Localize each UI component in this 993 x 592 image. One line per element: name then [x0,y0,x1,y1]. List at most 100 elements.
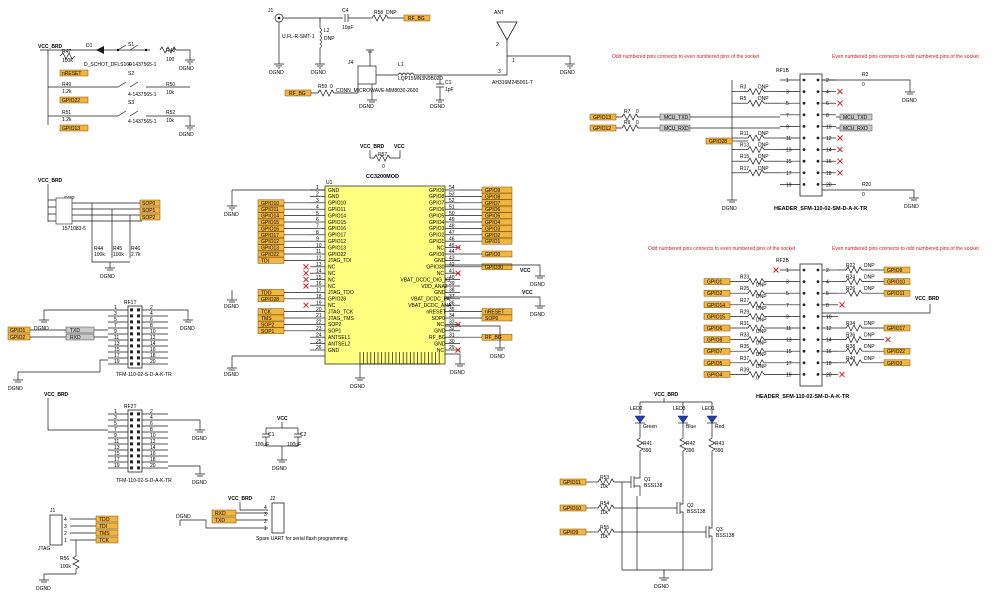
r49-ref: R49 [62,82,71,88]
u1-net-tag-text: GPIO28 [261,297,279,303]
led-diode-icon [677,415,689,424]
u1-pin-number: 7 [316,224,319,230]
net-mcu-txd [659,113,691,121]
rf2b-res-ref: R37 [740,356,749,362]
rf1b-pin-number: 4 [826,90,829,96]
rf2b-pin-number: 20 [826,372,832,378]
rf1b-pin-pad [802,136,806,140]
rf2b-res-ref: R33 [740,333,749,339]
connector-pin-number: 20 [150,359,156,365]
rf1b-pin-number: 16 [826,159,832,165]
connector-pin-number: 13 [114,341,120,347]
uart-ref: J2 [270,496,276,502]
u1-pin-number: 9 [316,236,319,242]
u1-net-tag-text: GPIO1 [485,239,501,245]
r58-ref: R58 [374,10,383,16]
rf-section: J1 U.FL-R-SMT-1 DGND L2 DNP DGND C4 10pF… [268,8,575,110]
r50-ref: R50 [166,82,175,88]
rf2b-pin-number: 2 [826,268,829,274]
rf2b-res-val: DNP [756,283,767,289]
fet-part: BSS138 [716,533,735,539]
rf2b-net-tag [703,371,731,378]
connector-pin-pad [137,418,140,422]
u1-pin-name: SOP1 [328,329,342,335]
connector-pin-number: 20 [150,463,156,469]
uart-desc: Spare UART for serial flash programming [256,536,348,542]
tag-tck-jtag-text: TCK [99,538,110,544]
connector-pin-number: 1 [114,305,117,311]
rf2b-net-tag [883,359,911,367]
connector-pin-pad [130,436,133,440]
s1-ref: S1 [128,42,134,48]
connector-pin-pad [130,332,133,336]
u1-pin-name: nRESET [426,309,445,315]
led-res-ref: R43 [715,441,724,447]
rf2b-net-tag [703,359,731,367]
u1-pin-number: 5 [316,211,319,217]
connector-pin-pad [137,332,140,336]
tag-tdi-jtag-text: TDI [99,524,107,530]
rf1b-pin-pad [802,183,806,186]
rf2b-pin-number: 8 [826,303,829,309]
rf2b-net-tag [703,324,731,332]
u1-pin-name: VBAT_DCDC_PA [411,297,451,303]
rf1b-pin-number: 8 [826,113,829,119]
rf2b-net-tag [883,278,911,285]
sop-rail: VCC_BRD [38,178,63,184]
r44-ref: R44 [94,246,103,252]
net-mcu-rxd [659,124,691,132]
rf1b-pin-pad [802,148,806,152]
tag-gpio22 [59,96,89,104]
jtag-connector [49,514,63,546]
rf2b-pin-pad [816,349,820,353]
rf1b-pin-pad [816,101,820,105]
rf2b-body [799,263,823,387]
connector-pin-pad [130,418,133,422]
rf2b-pin-number: 3 [786,280,789,286]
rf1b-pin-number: 11 [786,136,791,142]
r57-ref: R57 [378,152,387,158]
led-gpio-tag-text: GPIO10 [563,506,581,512]
rf2b-res-val: DNP [864,321,875,327]
connector-pin-number: 2 [150,409,153,415]
u1-net-tag-text: TDO [261,290,272,296]
no-connect-mark [455,270,461,277]
u1-pin-number: 53 [449,192,455,198]
u1-pin-number: 1 [316,185,319,191]
no-connect-mark [839,301,845,308]
rf1b-pin-number: 1 [786,78,789,84]
c1-bulk-ref: C1 [268,432,275,438]
u1-pin-number: 44 [449,249,455,255]
rf2b-res-ref: R25 [740,286,749,292]
tag-txd-uart-text: TXD [215,518,225,524]
rf1b-res-ref: R17 [740,166,749,172]
c1-ref: C1 [445,80,452,86]
dgnd-label: DGND [560,70,575,76]
connector-pin-number: 3 [114,311,117,317]
u1-net-tag-text: GPIO11 [261,207,279,213]
tag-rf-bg-top [403,14,431,22]
rf1b-pin-number: 17 [786,171,792,177]
r7-val: 0 [636,109,639,115]
connector-pin-pad [130,308,133,312]
led-color: Green [643,424,657,430]
rf2b-net-tag-text: GPIO17 [887,326,905,332]
no-connect-mark [303,270,309,277]
c4-ref: C4 [342,8,349,14]
connector-pin-pad [130,350,133,354]
u1-part: CC3200MOD [366,174,399,180]
u1-pin-name: GPIO1 [429,239,445,245]
rf1b-pin-number: 10 [826,124,832,130]
u1-pin-name: GPIO9 [429,188,445,194]
rf2t-rail: VCC_BRD [44,392,69,398]
u1-net-tag-text: nRESET [485,310,504,316]
r51-ref: R51 [62,110,71,116]
u1-pin-name: GND [434,329,446,335]
u1-pin-name: GND [328,188,340,194]
rf2b-pin-pad [816,280,820,283]
uart-rail: VCC_BRD [228,496,253,502]
connector-pin-pad [130,460,133,464]
l2-ref: L2 [324,28,330,34]
dgnd-label: DGND [311,70,326,76]
u1-pin-name: NC [328,265,336,271]
